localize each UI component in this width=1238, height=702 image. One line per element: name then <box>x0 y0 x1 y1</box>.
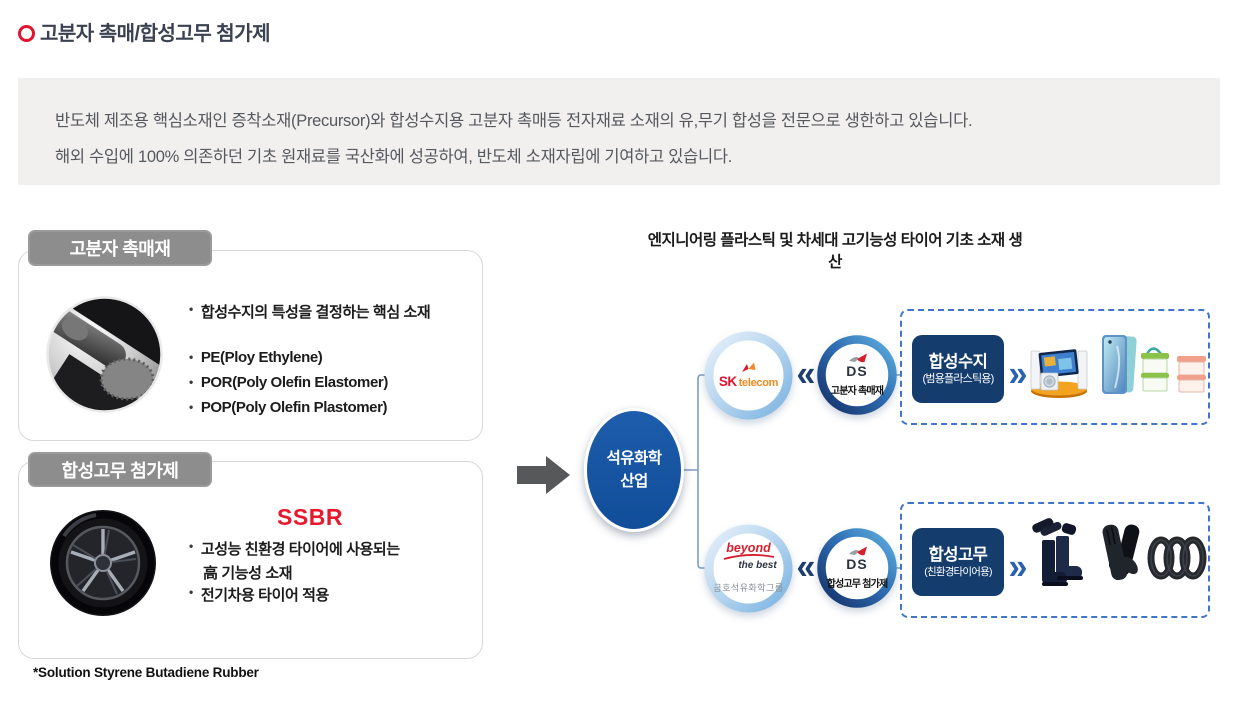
ds-logo-text: DS <box>846 556 868 572</box>
catalyst-bullet-2: • PE(Ploy Ethylene) <box>189 349 323 366</box>
resin-product-group <box>900 309 1210 425</box>
rubber-product-group <box>900 502 1210 618</box>
rubber-bullet-1-cont: 高 기능성 소재 <box>203 562 293 583</box>
rubber-title: 합성고무 <box>928 546 988 564</box>
page-title: 고분자 촉매/합성고무 첨가제 <box>40 23 270 45</box>
catalyst-bullet-3: • POR(Poly Olefin Elastomer) <box>189 374 388 391</box>
catalyst-bullet-4: • POP(Poly Olefin Plastomer) <box>189 399 388 416</box>
catalyst-bullet-2-text: PE(Ploy Ethylene) <box>200 349 323 366</box>
tires-icon <box>1147 536 1207 580</box>
ds-catalyst-ring <box>817 335 897 415</box>
beyond-logo-text: beyond <box>726 541 771 555</box>
kumho-ring <box>704 524 793 613</box>
rubber-bullet-2-text: 전기차용 타이어 적용 <box>200 587 330 604</box>
rubber-subtitle: (친환경타이어용) <box>924 566 992 578</box>
polymer-fiber-image <box>46 296 163 413</box>
rubber-panel-header: 합성고무 첨가제 <box>28 452 212 487</box>
ds-catalyst-logo: DS 고분자 촉매재 <box>817 335 897 415</box>
source-line-1: 석유화학 <box>606 450 662 467</box>
sk-logo-text: SK <box>718 374 737 389</box>
food-containers-icon <box>1141 347 1206 393</box>
telecom-logo-text: telecom <box>738 377 779 389</box>
catalyst-panel-header: 고분자 촉매재 <box>28 230 212 266</box>
ds-logo-text: DS <box>846 363 868 379</box>
intro-box: 반도체 제조용 핵심소재인 증착소재(Precursor)와 합성수지용 고분자… <box>18 78 1220 185</box>
kumho-group-name: 금호석유화학그룹 <box>713 583 784 593</box>
rubber-gloves-icon <box>1102 524 1140 581</box>
flow-arrow-icon <box>517 456 570 494</box>
sk-telecom-logo: SK telecom <box>704 331 793 420</box>
source-line-2: 산업 <box>620 473 648 490</box>
chevron-right-icon: » <box>1008 354 1028 394</box>
sk-telecom-ring <box>704 331 793 420</box>
diagram-title: 엔지니어링 플라스틱 및 차세대 고기능성 타이어 기초 소재 생산 <box>647 232 1023 271</box>
rubber-bullet-1-text: 고성능 친환경 타이어에 사용되는 <box>200 541 400 558</box>
catalyst-bullet-3-text: POR(Poly Olefin Elastomer) <box>200 374 389 391</box>
tire-image <box>50 510 156 616</box>
petrochemical-source-node: 석유화학 산업 <box>584 408 684 532</box>
ds-rubber-ring <box>817 528 897 608</box>
rubber-bullet-2: • 전기차용 타이어 적용 <box>189 584 329 605</box>
bullet-dot-icon: • <box>189 350 193 364</box>
beyond-swoosh-icon <box>723 554 774 560</box>
catalyst-bullet-1-text: 합성수지의 특성을 결정하는 핵심 소재 <box>200 304 431 321</box>
bullet-dot-icon: • <box>189 375 193 389</box>
ssbr-footnote: *Solution Styrene Butadiene Rubber <box>33 665 259 680</box>
kumho-logo: beyond the best 금호석유화학그룹 <box>704 524 793 613</box>
bullet-dot-icon: • <box>189 585 193 599</box>
bullet-dot-icon: • <box>189 539 193 553</box>
chevron-right-icon: » <box>1008 547 1028 587</box>
smartphones-icon <box>1102 335 1137 394</box>
bullet-dot-icon: • <box>189 302 193 316</box>
rubber-bullet-1: • 고성능 친환경 타이어에 사용되는 <box>189 538 400 559</box>
rubber-bullet-1-cont-text: 高 기능성 소재 <box>203 565 293 582</box>
ds-catalyst-label: 고분자 촉매재 <box>830 386 884 397</box>
ds-swoosh-icon <box>849 353 867 363</box>
chevron-left-icon: « <box>796 547 816 587</box>
bullet-dot-icon: • <box>189 400 193 414</box>
catalyst-bullet-1: • 합성수지의 특성을 결정하는 핵심 소재 <box>189 301 431 322</box>
chevron-left-icon: « <box>796 354 816 394</box>
catalyst-bullet-4-text: POP(Poly Olefin Plastomer) <box>200 399 388 416</box>
resin-product-box: 합성수지 (범용플라스틱용) <box>912 335 1004 403</box>
resin-subtitle: (범용플라스틱용) <box>922 373 995 385</box>
ssbr-highlight: SSBR <box>277 504 343 530</box>
the-best-logo-text: the best <box>738 560 777 571</box>
home-appliances-icon <box>1030 349 1088 398</box>
ds-swoosh-icon <box>849 546 867 556</box>
resin-title: 합성수지 <box>928 353 988 371</box>
ds-rubber-logo: DS 합성고무 첨가제 <box>817 528 897 608</box>
ds-rubber-label: 합성고무 첨가제 <box>826 579 889 590</box>
intro-line-2: 해외 수입에 100% 의존하던 기초 원재료를 국산화에 성공하여, 반도체 … <box>55 148 733 166</box>
rubber-product-box: 합성고무 (친환경타이어용) <box>912 528 1004 596</box>
rubber-boots-icon <box>1032 518 1083 586</box>
intro-line-1: 반도체 제조용 핵심소재인 증착소재(Precursor)와 합성수지용 고분자… <box>55 112 973 130</box>
title-bullet-icon <box>18 25 35 42</box>
sk-butterfly-icon <box>741 362 755 372</box>
